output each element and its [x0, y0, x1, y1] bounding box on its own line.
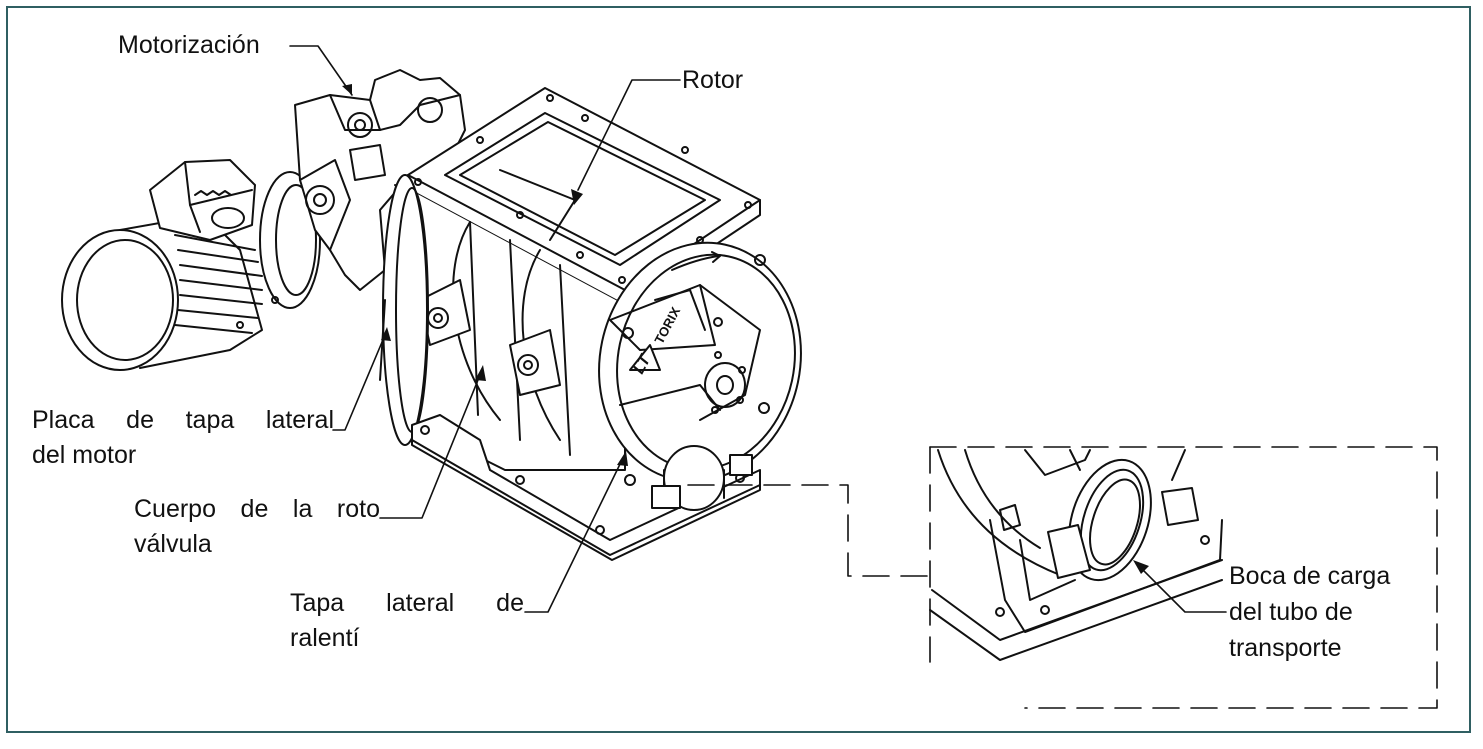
leader-lines [289, 45, 1227, 613]
label-cuerpo-line2: válvula [134, 530, 212, 558]
label-tapa-line1: Tapa lateral de [290, 589, 524, 617]
label-boca-line2: del tubo de [1229, 598, 1353, 626]
label-boca-line1: Boca de carga [1229, 562, 1391, 590]
motor-body [61, 159, 321, 371]
label-placa-line1: Placa de tapa lateral [32, 406, 334, 434]
leader-arrows [342, 84, 1149, 574]
diagram-frame [6, 6, 1471, 733]
label-rotor: Rotor [682, 66, 744, 94]
label-cuerpo-line1: Cuerpo de la roto [134, 495, 380, 523]
detail-view [929, 449, 1223, 661]
label-motorizacion: Motorización [118, 31, 260, 59]
detail-callout-dashed [687, 446, 1438, 709]
valve-body [379, 174, 626, 471]
label-boca-line3: transporte [1229, 634, 1342, 662]
label-placa-line2: del motor [32, 441, 137, 469]
idle-side-cover [598, 241, 802, 511]
label-tapa-line2: ralentí [290, 624, 360, 652]
